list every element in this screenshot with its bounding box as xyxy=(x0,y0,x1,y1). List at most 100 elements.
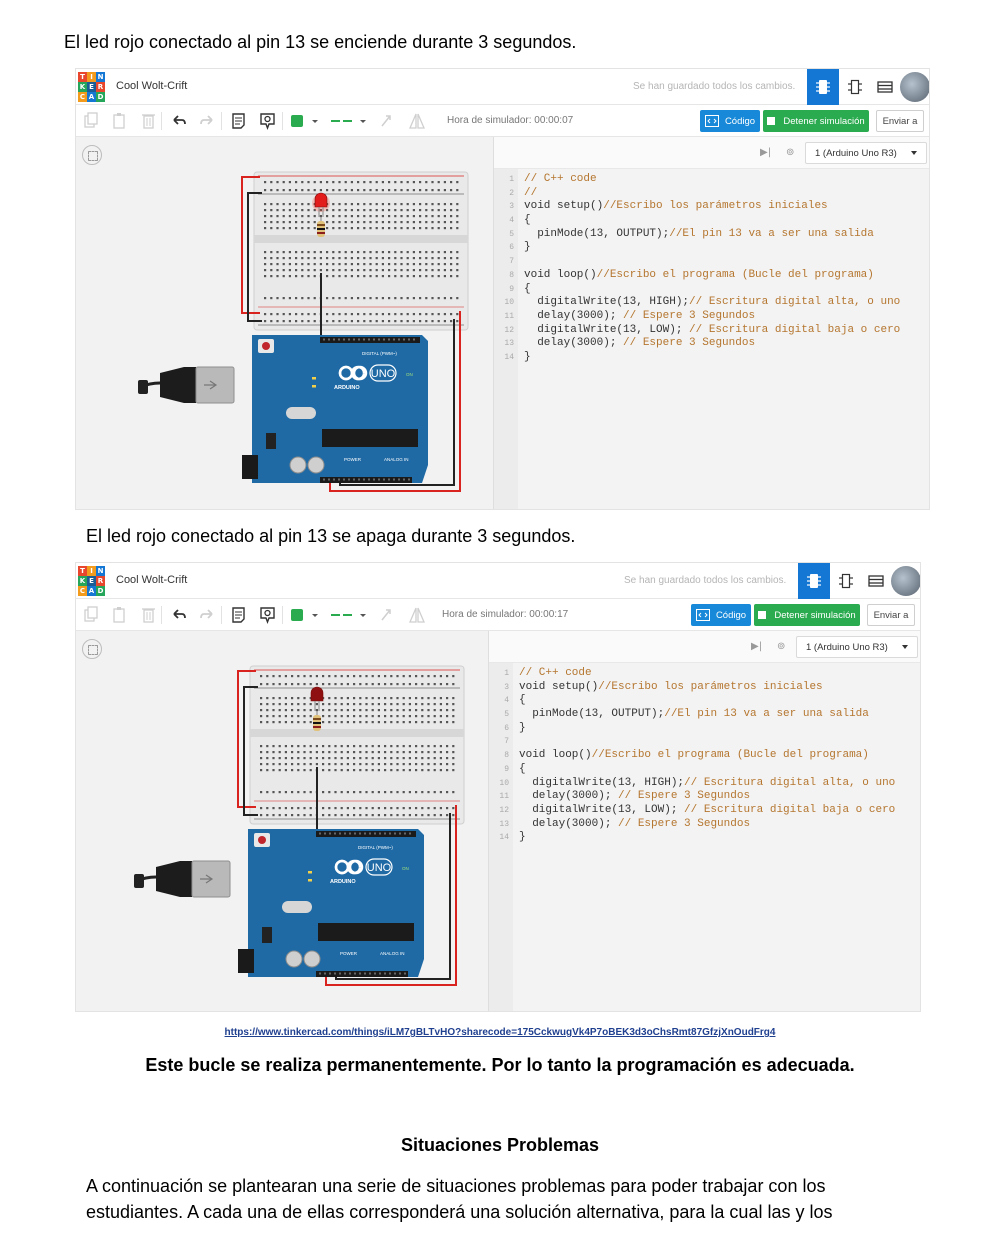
red-led[interactable] xyxy=(310,686,324,711)
line-number: 10 xyxy=(499,778,509,788)
schematic-view-button[interactable] xyxy=(830,563,862,599)
code-text: delay(3000); // Espere 3 Segundos xyxy=(524,337,755,351)
circuit-view-button[interactable] xyxy=(798,563,830,599)
send-to-label: Enviar a xyxy=(873,609,909,621)
project-name[interactable]: Cool Wolt-Crift xyxy=(116,80,188,92)
code-comment: // Espere 3 Segundos xyxy=(618,790,751,803)
flip-button[interactable] xyxy=(406,111,428,131)
code-statement: digitalWrite(13, HIGH); xyxy=(519,776,685,789)
code-line: 4{ xyxy=(494,214,929,228)
usb-cable[interactable] xyxy=(138,366,235,404)
debugger-icon[interactable]: ⊚ xyxy=(777,641,786,652)
user-avatar[interactable] xyxy=(900,72,929,102)
debugger-icon[interactable]: ⊚ xyxy=(786,147,795,158)
wire-type-picker[interactable] xyxy=(328,605,370,625)
chevron-down-icon xyxy=(911,151,917,155)
breadboard[interactable] xyxy=(249,665,465,825)
redo-icon xyxy=(200,115,213,125)
user-avatar[interactable] xyxy=(891,566,920,596)
paste-button[interactable] xyxy=(109,111,131,131)
code-statement: digitalWrite(13, LOW); xyxy=(524,323,690,336)
code-button[interactable]: Código xyxy=(691,604,751,626)
color-picker[interactable] xyxy=(288,605,322,625)
usb-cable[interactable] xyxy=(134,860,231,898)
annotation-button[interactable] xyxy=(257,111,279,131)
reset-button[interactable] xyxy=(258,836,266,844)
send-to-button[interactable]: Enviar a xyxy=(867,604,915,626)
paste-icon xyxy=(113,113,125,129)
code-line: 10 digitalWrite(13, HIGH);// Escritura d… xyxy=(494,296,929,310)
component-list-button[interactable] xyxy=(869,69,901,105)
code-statement: pinMode(13, OUTPUT); xyxy=(524,227,670,240)
line-number: 8 xyxy=(504,751,509,761)
zoom-to-fit-button[interactable] xyxy=(82,639,102,659)
code-line: 1// C++ code xyxy=(494,173,929,187)
delete-button[interactable] xyxy=(138,605,160,625)
board-model-label: UNO xyxy=(367,862,392,874)
step-icon[interactable]: ▶| xyxy=(751,641,763,652)
circuit-view-button[interactable] xyxy=(807,69,839,105)
line-number: 5 xyxy=(509,229,514,239)
schematic-view-button[interactable] xyxy=(839,69,871,105)
code-text: } xyxy=(519,831,526,845)
delete-button[interactable] xyxy=(138,111,160,131)
rotate-button[interactable] xyxy=(376,111,398,131)
project-name[interactable]: Cool Wolt-Crift xyxy=(116,574,188,586)
copy-button[interactable] xyxy=(80,605,102,625)
copy-button[interactable] xyxy=(80,111,102,131)
color-picker[interactable] xyxy=(288,111,322,131)
code-text: digitalWrite(13, LOW); // Escritura digi… xyxy=(519,804,895,818)
undo-button[interactable] xyxy=(168,111,190,131)
stop-simulation-button[interactable]: Detener simulación xyxy=(754,604,860,626)
notes-button[interactable] xyxy=(228,111,250,131)
wire-type-picker[interactable] xyxy=(328,111,370,131)
undo-button[interactable] xyxy=(168,605,190,625)
rotate-button[interactable] xyxy=(376,605,398,625)
zoom-to-fit-button[interactable] xyxy=(82,145,102,165)
flip-button[interactable] xyxy=(406,605,428,625)
tinkercad-link[interactable]: https://www.tinkercad.com/things/iLM7gBL… xyxy=(224,1027,776,1038)
simulator-time: Hora de simulador: 00:00:07 xyxy=(447,115,574,126)
code-button[interactable]: Código xyxy=(700,110,760,132)
annotation-button[interactable] xyxy=(257,605,279,625)
code-text: { xyxy=(519,763,526,777)
logo-letter: E xyxy=(87,576,96,586)
code-line: 7 xyxy=(494,255,929,269)
board-brand-label: ARDUINO xyxy=(330,879,356,885)
board-select[interactable]: 1 (Arduino Uno R3) xyxy=(796,636,918,658)
stop-simulation-button[interactable]: Detener simulación xyxy=(763,110,869,132)
flip-icon xyxy=(409,113,425,129)
send-to-button[interactable]: Enviar a xyxy=(876,110,924,132)
redo-button[interactable] xyxy=(196,605,218,625)
code-statement: } xyxy=(519,831,526,844)
code-button-label: Código xyxy=(724,115,756,127)
red-led[interactable] xyxy=(312,192,330,217)
component-list-button[interactable] xyxy=(860,563,892,599)
step-icon[interactable]: ▶| xyxy=(760,147,772,158)
board-select[interactable]: 1 (Arduino Uno R3) xyxy=(805,142,927,164)
board-select-value: 1 (Arduino Uno R3) xyxy=(806,641,888,653)
redo-button[interactable] xyxy=(196,111,218,131)
code-comment: //Escribo el programa (Bucle del program… xyxy=(596,268,874,281)
paste-button[interactable] xyxy=(109,605,131,625)
board-select-value: 1 (Arduino Uno R3) xyxy=(815,147,897,159)
code-statement: } xyxy=(524,350,531,363)
tool-bar: Hora de simulador: 00:00:07 Código Detener… xyxy=(76,105,929,137)
resistor[interactable] xyxy=(317,217,325,237)
notes-button[interactable] xyxy=(228,605,250,625)
chevron-down-icon xyxy=(902,645,908,649)
code-text: pinMode(13, OUTPUT);//El pin 13 va a ser… xyxy=(519,708,869,722)
resistor[interactable] xyxy=(313,711,321,731)
breadboard[interactable] xyxy=(253,171,469,331)
reset-button[interactable] xyxy=(262,342,270,350)
